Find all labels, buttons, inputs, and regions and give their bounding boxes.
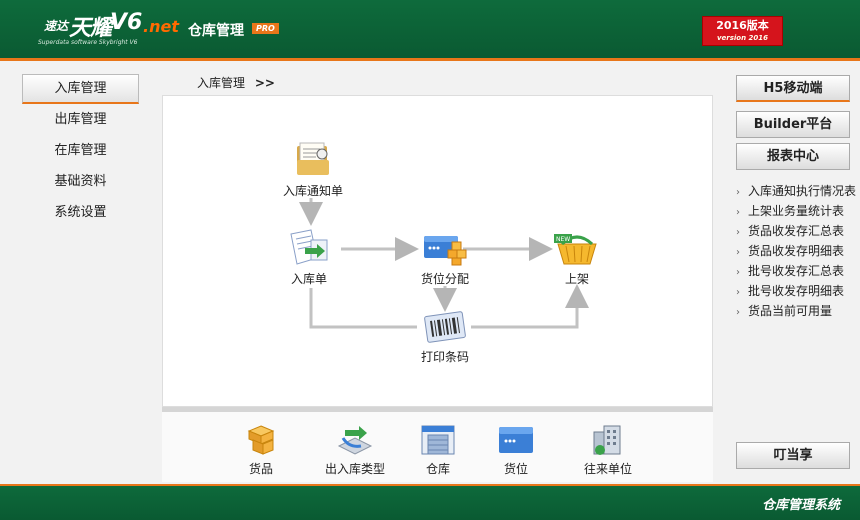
brand-name: 天耀 <box>69 16 112 41</box>
shortcut-location[interactable]: 货位 <box>494 424 538 477</box>
report-link-label: 上架业务量统计表 <box>748 204 845 218</box>
breadcrumb-current: 入库管理 <box>197 76 246 90</box>
shortcut-warehouse[interactable]: 仓库 <box>416 424 460 477</box>
shortcut-partner-label: 往来单位 <box>583 462 632 476</box>
shortcut-warehouse-label: 仓库 <box>425 462 450 476</box>
report-link-label: 货品收发存汇总表 <box>748 224 845 238</box>
location-card-icon <box>499 427 533 453</box>
menu-item-system-settings[interactable]: 系统设置 <box>54 205 107 220</box>
flow-node-shelve[interactable]: NEW 上架 <box>547 234 607 287</box>
warehouse-icon <box>421 425 455 455</box>
flow-node-notice[interactable]: 入库通知单 <box>273 140 353 199</box>
breadcrumb: 入库管理 >> <box>197 74 275 91</box>
flow-node-inbound-label: 入库单 <box>290 272 327 286</box>
menu-item-inbound[interactable]: 入库管理 <box>22 74 139 104</box>
flow-node-slot[interactable]: 货位分配 <box>409 234 481 287</box>
menu-item-basic-data[interactable]: 基础资料 <box>54 174 107 189</box>
bullet-icon: › <box>736 287 740 298</box>
shortcut-location-label: 货位 <box>503 462 528 476</box>
shortcut-partner[interactable]: 往来单位 <box>578 424 638 477</box>
brand-prefix: 速达 <box>44 19 69 33</box>
report-link[interactable]: › 货品收发存汇总表 <box>736 221 860 241</box>
footer-title: 仓库管理系统 <box>761 498 840 513</box>
report-center-button[interactable]: 报表中心 <box>736 143 850 170</box>
brand-net-mark: .net <box>143 17 179 36</box>
left-menu: 入库管理 出库管理 在库管理 基础资料 系统设置 <box>22 74 139 229</box>
flow-node-slot-label: 货位分配 <box>420 272 469 286</box>
report-link-label: 货品收发存明细表 <box>748 244 845 258</box>
app-footer: 仓库管理系统 <box>0 484 860 520</box>
report-list: › 入库通知执行情况表 › 上架业务量统计表 › 货品收发存汇总表 › 货品收发存明细表… <box>736 181 860 321</box>
brand-version-mark: V6 <box>110 10 143 35</box>
report-link[interactable]: › 货品当前可用量 <box>736 301 860 321</box>
builder-platform-button[interactable]: Builder平台 <box>736 111 850 138</box>
connector-inbound-to-barcode <box>309 288 417 329</box>
menu-item-in-stock[interactable]: 在库管理 <box>54 143 107 158</box>
shortcut-bar: 货品 出入库类型 仓库 货位 <box>162 412 713 482</box>
bullet-icon: › <box>736 207 740 218</box>
report-link-label: 入库通知执行情况表 <box>748 184 857 198</box>
h5-mobile-button[interactable]: H5移动端 <box>736 75 850 102</box>
breadcrumb-arrow: >> <box>254 76 275 90</box>
report-link[interactable]: › 货品收发存明细表 <box>736 241 860 261</box>
pro-badge: PRO <box>252 23 279 34</box>
flow-node-inbound[interactable]: 入库单 <box>279 228 339 287</box>
bullet-icon: › <box>736 227 740 238</box>
brand-subtitle: Superdata software Skybright V6 <box>38 39 138 46</box>
flow-node-notice-label: 入库通知单 <box>282 184 343 198</box>
io-type-icon <box>337 426 373 455</box>
report-link[interactable]: › 入库通知执行情况表 <box>736 181 860 201</box>
header-accent-line <box>0 58 860 61</box>
report-link[interactable]: › 上架业务量统计表 <box>736 201 860 221</box>
bullet-icon: › <box>736 267 740 278</box>
version-label: 2016版本 <box>716 19 769 32</box>
goods-boxes-icon <box>247 425 275 455</box>
version-badge: 2016版本 version 2016 <box>702 16 783 46</box>
report-link[interactable]: › 批号收发存汇总表 <box>736 261 860 281</box>
flow-node-barcode-label: 打印条码 <box>420 350 469 364</box>
version-sublabel: version 2016 <box>716 34 769 42</box>
barcode-icon <box>424 311 466 343</box>
dingtalk-share-button[interactable]: 叮当享 <box>736 442 850 469</box>
shortcut-goods[interactable]: 货品 <box>236 424 286 477</box>
footer-accent-line <box>0 484 860 486</box>
shortcut-io-type[interactable]: 出入库类型 <box>320 424 390 477</box>
svg-text:NEW: NEW <box>556 236 570 243</box>
report-link-label: 货品当前可用量 <box>748 304 833 318</box>
report-link-label: 批号收发存明细表 <box>748 284 845 298</box>
app-header: 速达 天耀 V6 .net Superdata software Skybrig… <box>0 0 860 58</box>
flow-connectors <box>299 198 589 329</box>
report-link[interactable]: › 批号收发存明细表 <box>736 281 860 301</box>
shortcut-goods-label: 货品 <box>248 462 273 476</box>
notice-folder-icon <box>297 142 329 175</box>
slot-allocation-icon <box>424 236 467 266</box>
menu-item-outbound[interactable]: 出库管理 <box>54 112 107 127</box>
module-title: 仓库管理 <box>188 23 244 39</box>
partner-building-icon <box>593 425 621 455</box>
report-link-label: 批号收发存汇总表 <box>748 264 845 278</box>
bullet-icon: › <box>736 307 740 318</box>
flow-node-barcode[interactable]: 打印条码 <box>409 310 481 365</box>
bullet-icon: › <box>736 187 740 198</box>
panel-separator <box>162 407 713 412</box>
flow-panel: 入库通知单 入库单 货位分配 <box>162 95 713 407</box>
flow-node-shelve-label: 上架 <box>564 272 589 286</box>
inbound-document-icon <box>290 229 328 265</box>
connector-barcode-to-shelve <box>471 284 589 329</box>
shelving-basket-icon: NEW <box>554 234 597 265</box>
shortcut-io-type-label: 出入库类型 <box>324 462 385 476</box>
bullet-icon: › <box>736 247 740 258</box>
